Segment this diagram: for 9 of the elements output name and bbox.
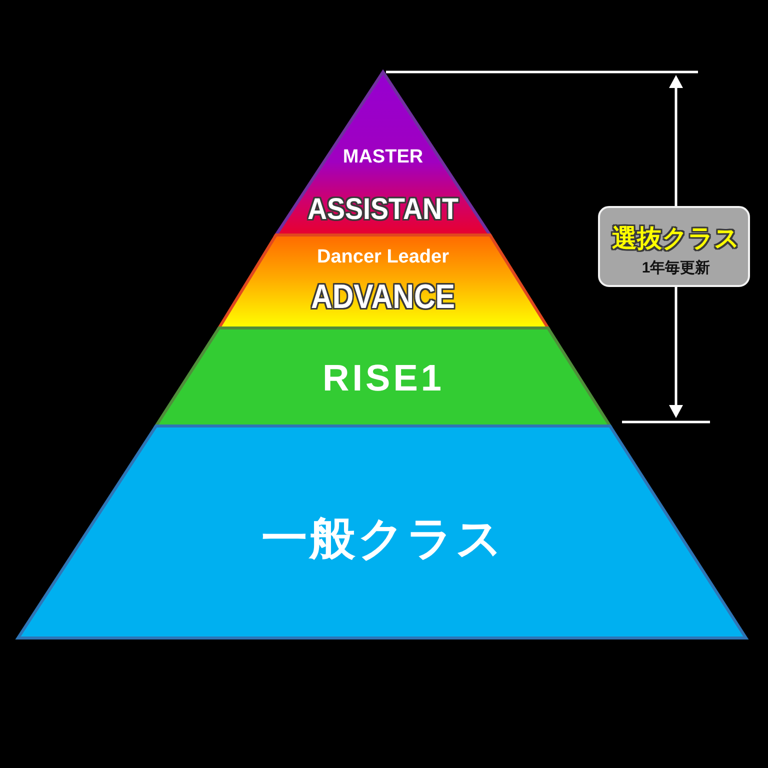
box-note: 1年毎更新 (642, 260, 710, 276)
tier-label: 一般クラス (262, 515, 504, 561)
callout-box (598, 206, 750, 287)
tier-subtitle: Dancer Leader (317, 248, 449, 266)
box-title: 選抜クラス (612, 226, 740, 252)
tier-label: RISE1 (322, 360, 444, 396)
tier-label: ASSISTANT (308, 195, 458, 225)
tier-subtitle: MASTER (342, 148, 424, 166)
tier-label: ADVANCE (310, 280, 456, 314)
